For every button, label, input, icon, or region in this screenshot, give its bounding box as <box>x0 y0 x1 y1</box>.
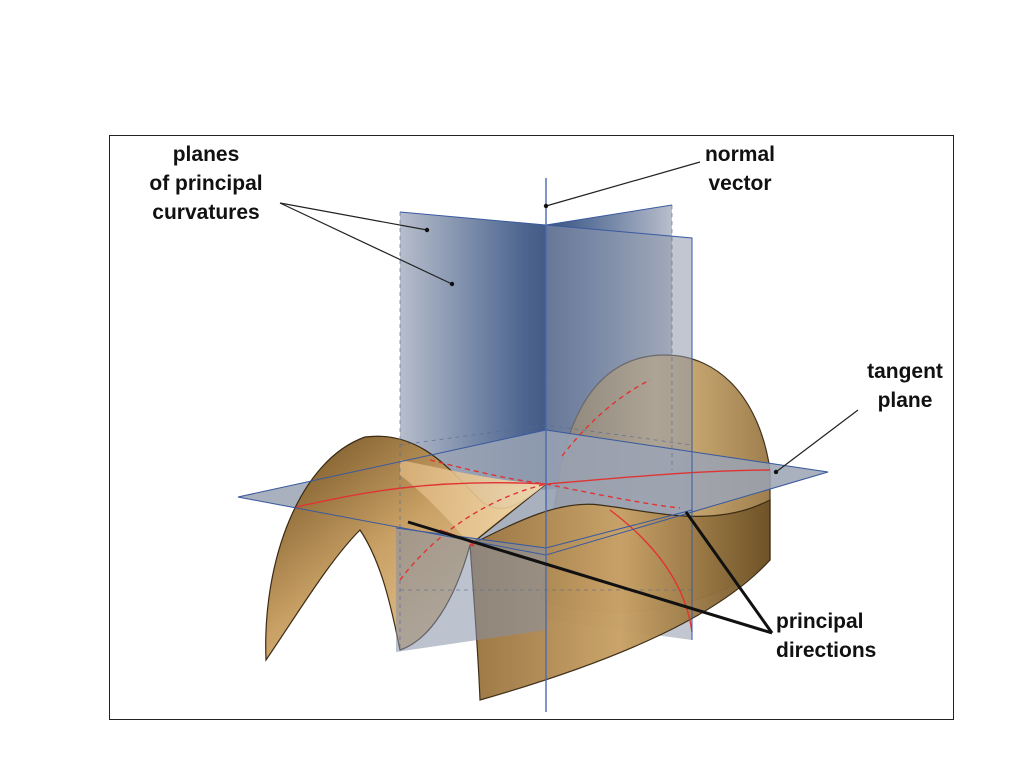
leader-dots <box>424 203 779 475</box>
curve-right-up <box>561 379 651 457</box>
label-tangent-line2: plane <box>877 389 933 412</box>
leader-lines <box>279 161 859 473</box>
label-principal-directions: principal directions <box>776 607 916 665</box>
label-normal-line2: vector <box>708 172 772 195</box>
principal-direction-leaders <box>407 511 774 635</box>
label-principal-line1: principal <box>776 610 864 633</box>
curve-right-solid <box>545 469 771 485</box>
principal-plane-left <box>400 212 546 490</box>
label-tangent-plane: tangent plane <box>852 357 958 415</box>
label-tangent-line1: tangent <box>867 360 943 383</box>
label-normal-line1: normal <box>704 143 775 166</box>
principal-plane-lower-left <box>396 528 546 652</box>
label-normal-vector: normal vector <box>690 140 790 198</box>
curve-center-dash1 <box>429 459 547 485</box>
label-planes-line3: curvatures <box>152 201 260 224</box>
label-planes-line1: planes <box>172 143 240 166</box>
label-planes-line2: of principal <box>149 172 263 195</box>
label-principal-line2: directions <box>776 639 877 662</box>
label-planes-of-principal-curvatures: planes of principal curvatures <box>126 140 286 227</box>
curve-left-dash <box>399 483 547 581</box>
curve-left-solid <box>295 481 547 508</box>
saddle-center <box>400 460 546 545</box>
curve-right-down <box>609 509 693 633</box>
